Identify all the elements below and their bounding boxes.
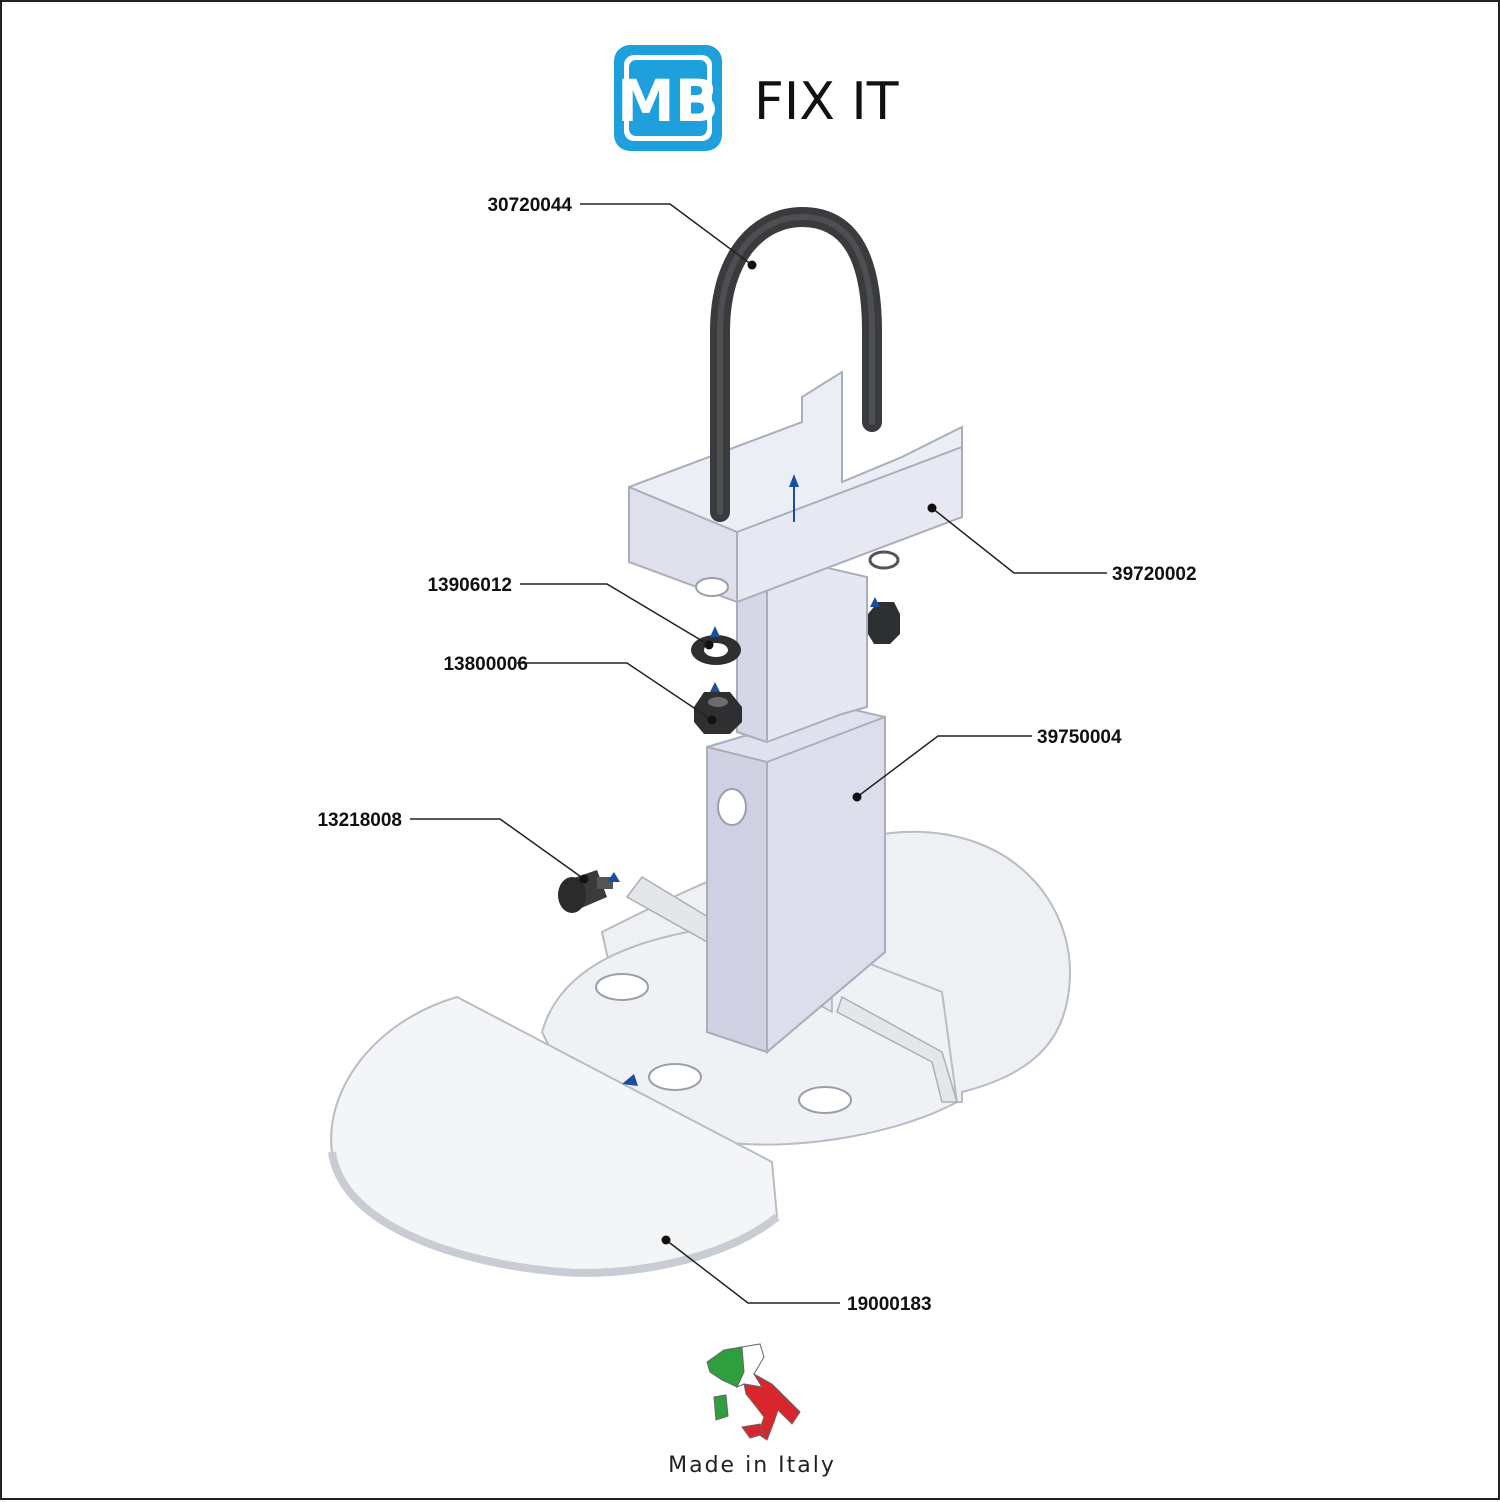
nut-rear [868, 602, 900, 644]
logo-mark-text: MB [617, 67, 719, 135]
part-label-u-bolt: 30720044 [487, 195, 572, 216]
brand-title: FIX IT [754, 72, 899, 132]
part-label-washer: 13906012 [427, 575, 512, 596]
brand-logo: MB [614, 45, 722, 151]
assembly-arrows [607, 474, 880, 1086]
part-label-base-plate: 19000183 [847, 1294, 932, 1315]
upper-tube [736, 560, 868, 744]
part-label-bracket: 39720002 [1112, 564, 1197, 585]
knob [558, 870, 613, 913]
base-plate [328, 830, 1072, 1277]
part-label-nut: 13800006 [443, 654, 528, 675]
part-label-knob: 13218008 [317, 810, 402, 831]
callout-dots [579, 260, 937, 1245]
u-bolt [710, 206, 882, 522]
callout-leaders [410, 203, 1107, 1304]
italy-flag-map [706, 1343, 801, 1441]
made-in-italy-text: Made in Italy [668, 1453, 836, 1478]
part-label-tube: 39750004 [1037, 727, 1122, 748]
nut [694, 692, 742, 734]
